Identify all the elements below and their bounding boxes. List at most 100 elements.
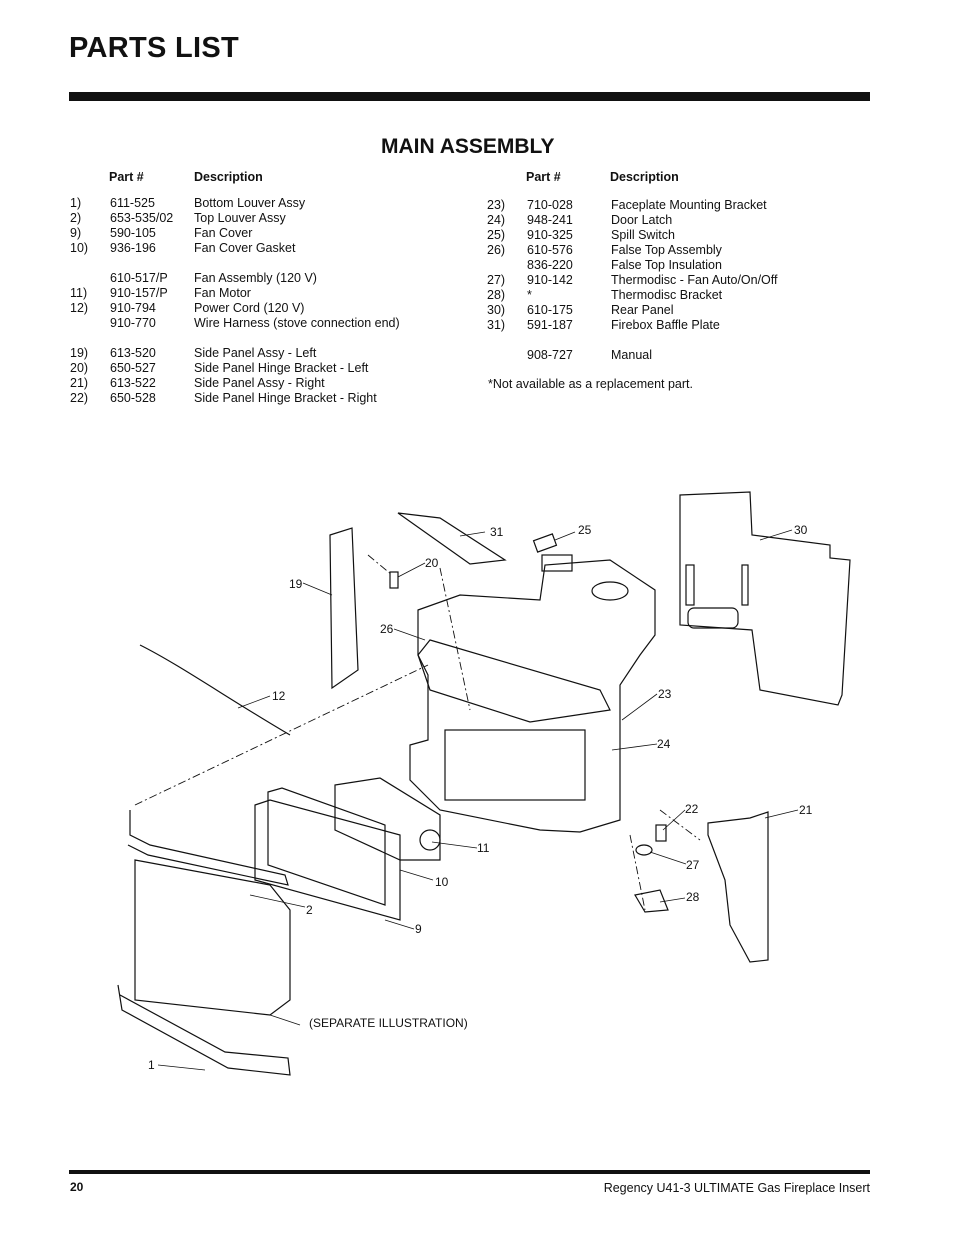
part-number: 590-105	[110, 226, 156, 240]
bottom-louver-shape	[117, 984, 291, 1076]
callout-9: 9	[415, 922, 422, 936]
item-number: 11)	[70, 286, 88, 300]
document-title: Regency U41-3 ULTIMATE Gas Fireplace Ins…	[603, 1181, 870, 1195]
item-number: 20)	[70, 361, 89, 375]
part-description: Faceplate Mounting Bracket	[611, 198, 767, 212]
item-number: 22)	[70, 391, 89, 405]
top-louver-shape	[127, 810, 289, 886]
callout-30: 30	[794, 523, 808, 537]
item-number: 27)	[487, 273, 506, 287]
part-description: Power Cord (120 V)	[194, 301, 305, 315]
part-number: 591-187	[527, 318, 573, 332]
list-item: 908-727 Manual	[487, 348, 867, 363]
part-number: 710-028	[527, 198, 573, 212]
flue-collar-shape	[591, 581, 629, 601]
left-description-header: Description	[194, 170, 263, 184]
baffle-plate-shape	[397, 512, 507, 565]
callout-22: 22	[685, 802, 699, 816]
part-number: 650-527	[110, 361, 156, 375]
part-number: 910-770	[110, 316, 156, 330]
part-description: Fan Cover Gasket	[194, 241, 296, 255]
part-description: Spill Switch	[611, 228, 675, 242]
part-number: 910-794	[110, 301, 156, 315]
part-number: *	[527, 288, 532, 302]
fan-assembly-shape	[334, 777, 441, 861]
part-number: 910-157/P	[110, 286, 168, 300]
list-spacer	[70, 256, 470, 271]
part-description: Fan Cover	[194, 226, 253, 240]
part-description: Fan Assembly (120 V)	[194, 271, 317, 285]
right-side-panel-shape	[707, 811, 769, 963]
exploded-assembly-diagram: 31 25 30 20 19 26 12 23 24 22 21 11 10 2…	[117, 491, 851, 1076]
part-number: 611-525	[110, 196, 155, 210]
part-description: Side Panel Assy - Left	[194, 346, 317, 360]
section-title: MAIN ASSEMBLY	[381, 135, 555, 158]
callout-24: 24	[657, 737, 671, 751]
part-number: 653-535/02	[110, 211, 174, 225]
part-number: 613-520	[110, 346, 156, 360]
louver-frame-shape	[134, 859, 291, 1016]
part-description: Side Panel Assy - Right	[194, 376, 325, 390]
left-part-header: Part #	[109, 170, 144, 184]
part-description: Bottom Louver Assy	[194, 196, 306, 210]
part-number: 936-196	[110, 241, 156, 255]
item-number: 31)	[487, 318, 506, 332]
part-description: Side Panel Hinge Bracket - Right	[194, 391, 377, 405]
part-description: False Top Assembly	[611, 243, 722, 257]
page-number: 20	[70, 1180, 84, 1194]
list-item: 910-770 Wire Harness (stove connection en…	[70, 316, 470, 331]
part-description: Top Louver Assy	[194, 211, 286, 225]
footnote: *Not available as a replacement part.	[488, 377, 693, 391]
item-number: 24)	[487, 213, 506, 227]
callout-1: 1	[148, 1058, 155, 1072]
callout-10: 10	[435, 875, 449, 889]
item-number: 21)	[70, 376, 89, 390]
part-number: 613-522	[110, 376, 156, 390]
right-part-header: Part #	[526, 170, 561, 184]
hinge-bracket-right-shape	[655, 824, 667, 842]
part-description: Thermodisc Bracket	[611, 288, 723, 302]
part-description: Thermodisc - Fan Auto/On/Off	[611, 273, 778, 287]
part-description: Wire Harness (stove connection end)	[194, 316, 400, 330]
part-description: Manual	[611, 348, 652, 362]
list-item: 20) 650-527 Side Panel Hinge Bracket - Lef…	[70, 361, 470, 376]
fan-motor-shape	[419, 829, 441, 851]
footer-rule	[69, 1170, 870, 1174]
callout-28: 28	[686, 890, 700, 904]
item-number: 28)	[487, 288, 506, 302]
part-number: 948-241	[527, 213, 573, 227]
part-description: False Top Insulation	[611, 258, 722, 272]
callout-31: 31	[490, 525, 504, 539]
right-description-header: Description	[610, 170, 679, 184]
thermodisc-bracket-shape	[634, 889, 669, 913]
list-item: 23) 710-028 Faceplate Mounting Bracket	[487, 198, 867, 213]
item-number: 23)	[487, 198, 506, 212]
list-item: 21) 613-522 Side Panel Assy - Right	[70, 376, 470, 391]
item-number: 25)	[487, 228, 506, 242]
part-description: Rear Panel	[611, 303, 674, 317]
rear-panel-shape	[679, 491, 851, 706]
part-number: 908-727	[527, 348, 573, 362]
list-item: 22) 650-528 Side Panel Hinge Bracket - Rig…	[70, 391, 470, 406]
part-number: 650-528	[110, 391, 156, 405]
part-number: 610-517/P	[110, 271, 168, 285]
callout-27: 27	[686, 858, 700, 872]
hinge-bracket-left-shape	[389, 571, 399, 589]
callout-12: 12	[272, 689, 286, 703]
right-parts-list: 23) 710-028 Faceplate Mounting Bracket 24) 9…	[487, 198, 867, 363]
callout-21: 21	[799, 803, 813, 817]
callout-25: 25	[578, 523, 592, 537]
part-description: Side Panel Hinge Bracket - Left	[194, 361, 369, 375]
item-number: 26)	[487, 243, 506, 257]
fan-cover-shape	[254, 799, 401, 921]
